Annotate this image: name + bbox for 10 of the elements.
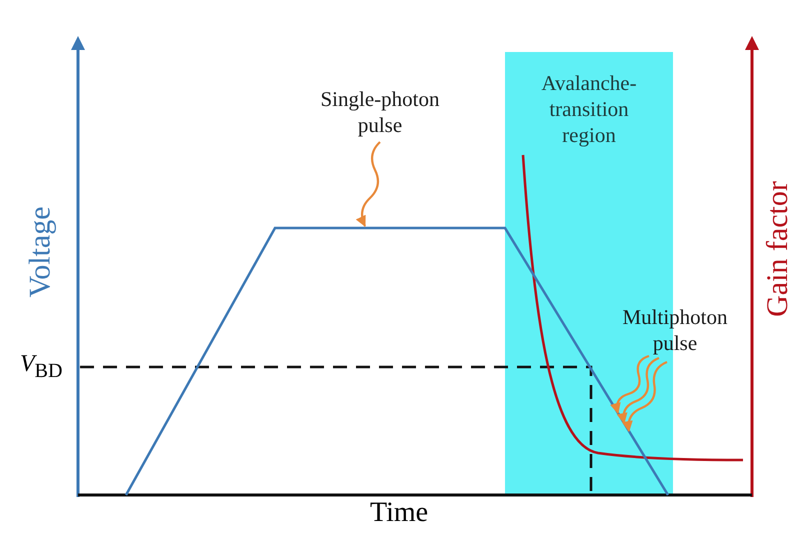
wavy-arrow (610, 354, 650, 414)
wavy-arrow (617, 357, 660, 424)
wavy-arrow (622, 361, 668, 432)
region-label: Avalanche-transition region (534, 70, 644, 148)
axis-title: Gain factor (760, 181, 795, 317)
axis-title: Time (370, 497, 428, 529)
axis-title: Voltage (24, 206, 58, 298)
callout-text: Single-photon pulse (300, 86, 460, 138)
wavy-arrow (356, 141, 381, 227)
axis-tick-label: V$_{BD}$ (20, 351, 62, 383)
